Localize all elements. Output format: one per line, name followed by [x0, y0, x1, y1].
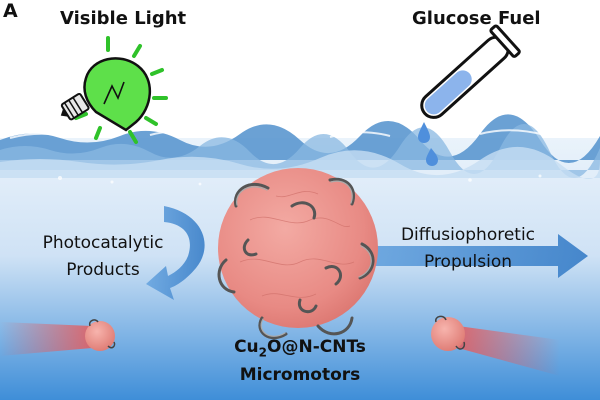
caption-formula-sub: 2 — [258, 345, 268, 360]
water-surface — [0, 114, 600, 180]
glucose-fuel-label: Glucose Fuel — [412, 8, 541, 29]
caption-line-2: Micromotors — [239, 365, 361, 386]
photocatalytic-line-2: Products — [66, 260, 140, 280]
diffusiophoretic-line-2: Propulsion — [423, 252, 512, 272]
test-tube-icon — [420, 24, 521, 119]
photocatalytic-products-label: Photocatalytic Products — [28, 230, 178, 284]
visible-light-label: Visible Light — [60, 8, 187, 29]
small-micromotor-left — [0, 319, 116, 356]
panel-letter: A — [3, 0, 18, 22]
light-bulb-icon — [60, 36, 168, 144]
photocatalytic-arrow — [146, 206, 205, 300]
droplet-icon — [418, 122, 438, 166]
micromotor-caption: Cu2O@N-CNTs Micromotors — [200, 336, 400, 387]
small-micromotor-right — [431, 315, 560, 376]
photocatalytic-line-1: Photocatalytic — [42, 233, 164, 253]
micromotor-sphere — [217, 168, 378, 340]
caption-formula-a: Cu — [234, 337, 259, 357]
caption-formula-b: O@N-CNTs — [267, 337, 366, 357]
diffusiophoretic-propulsion-label: Diffusiophoretic Propulsion — [378, 222, 558, 276]
caption-formula: Cu2O@N-CNTs — [200, 336, 400, 364]
diffusiophoretic-line-1: Diffusiophoretic — [400, 225, 536, 245]
propulsion-arrow — [352, 234, 588, 278]
